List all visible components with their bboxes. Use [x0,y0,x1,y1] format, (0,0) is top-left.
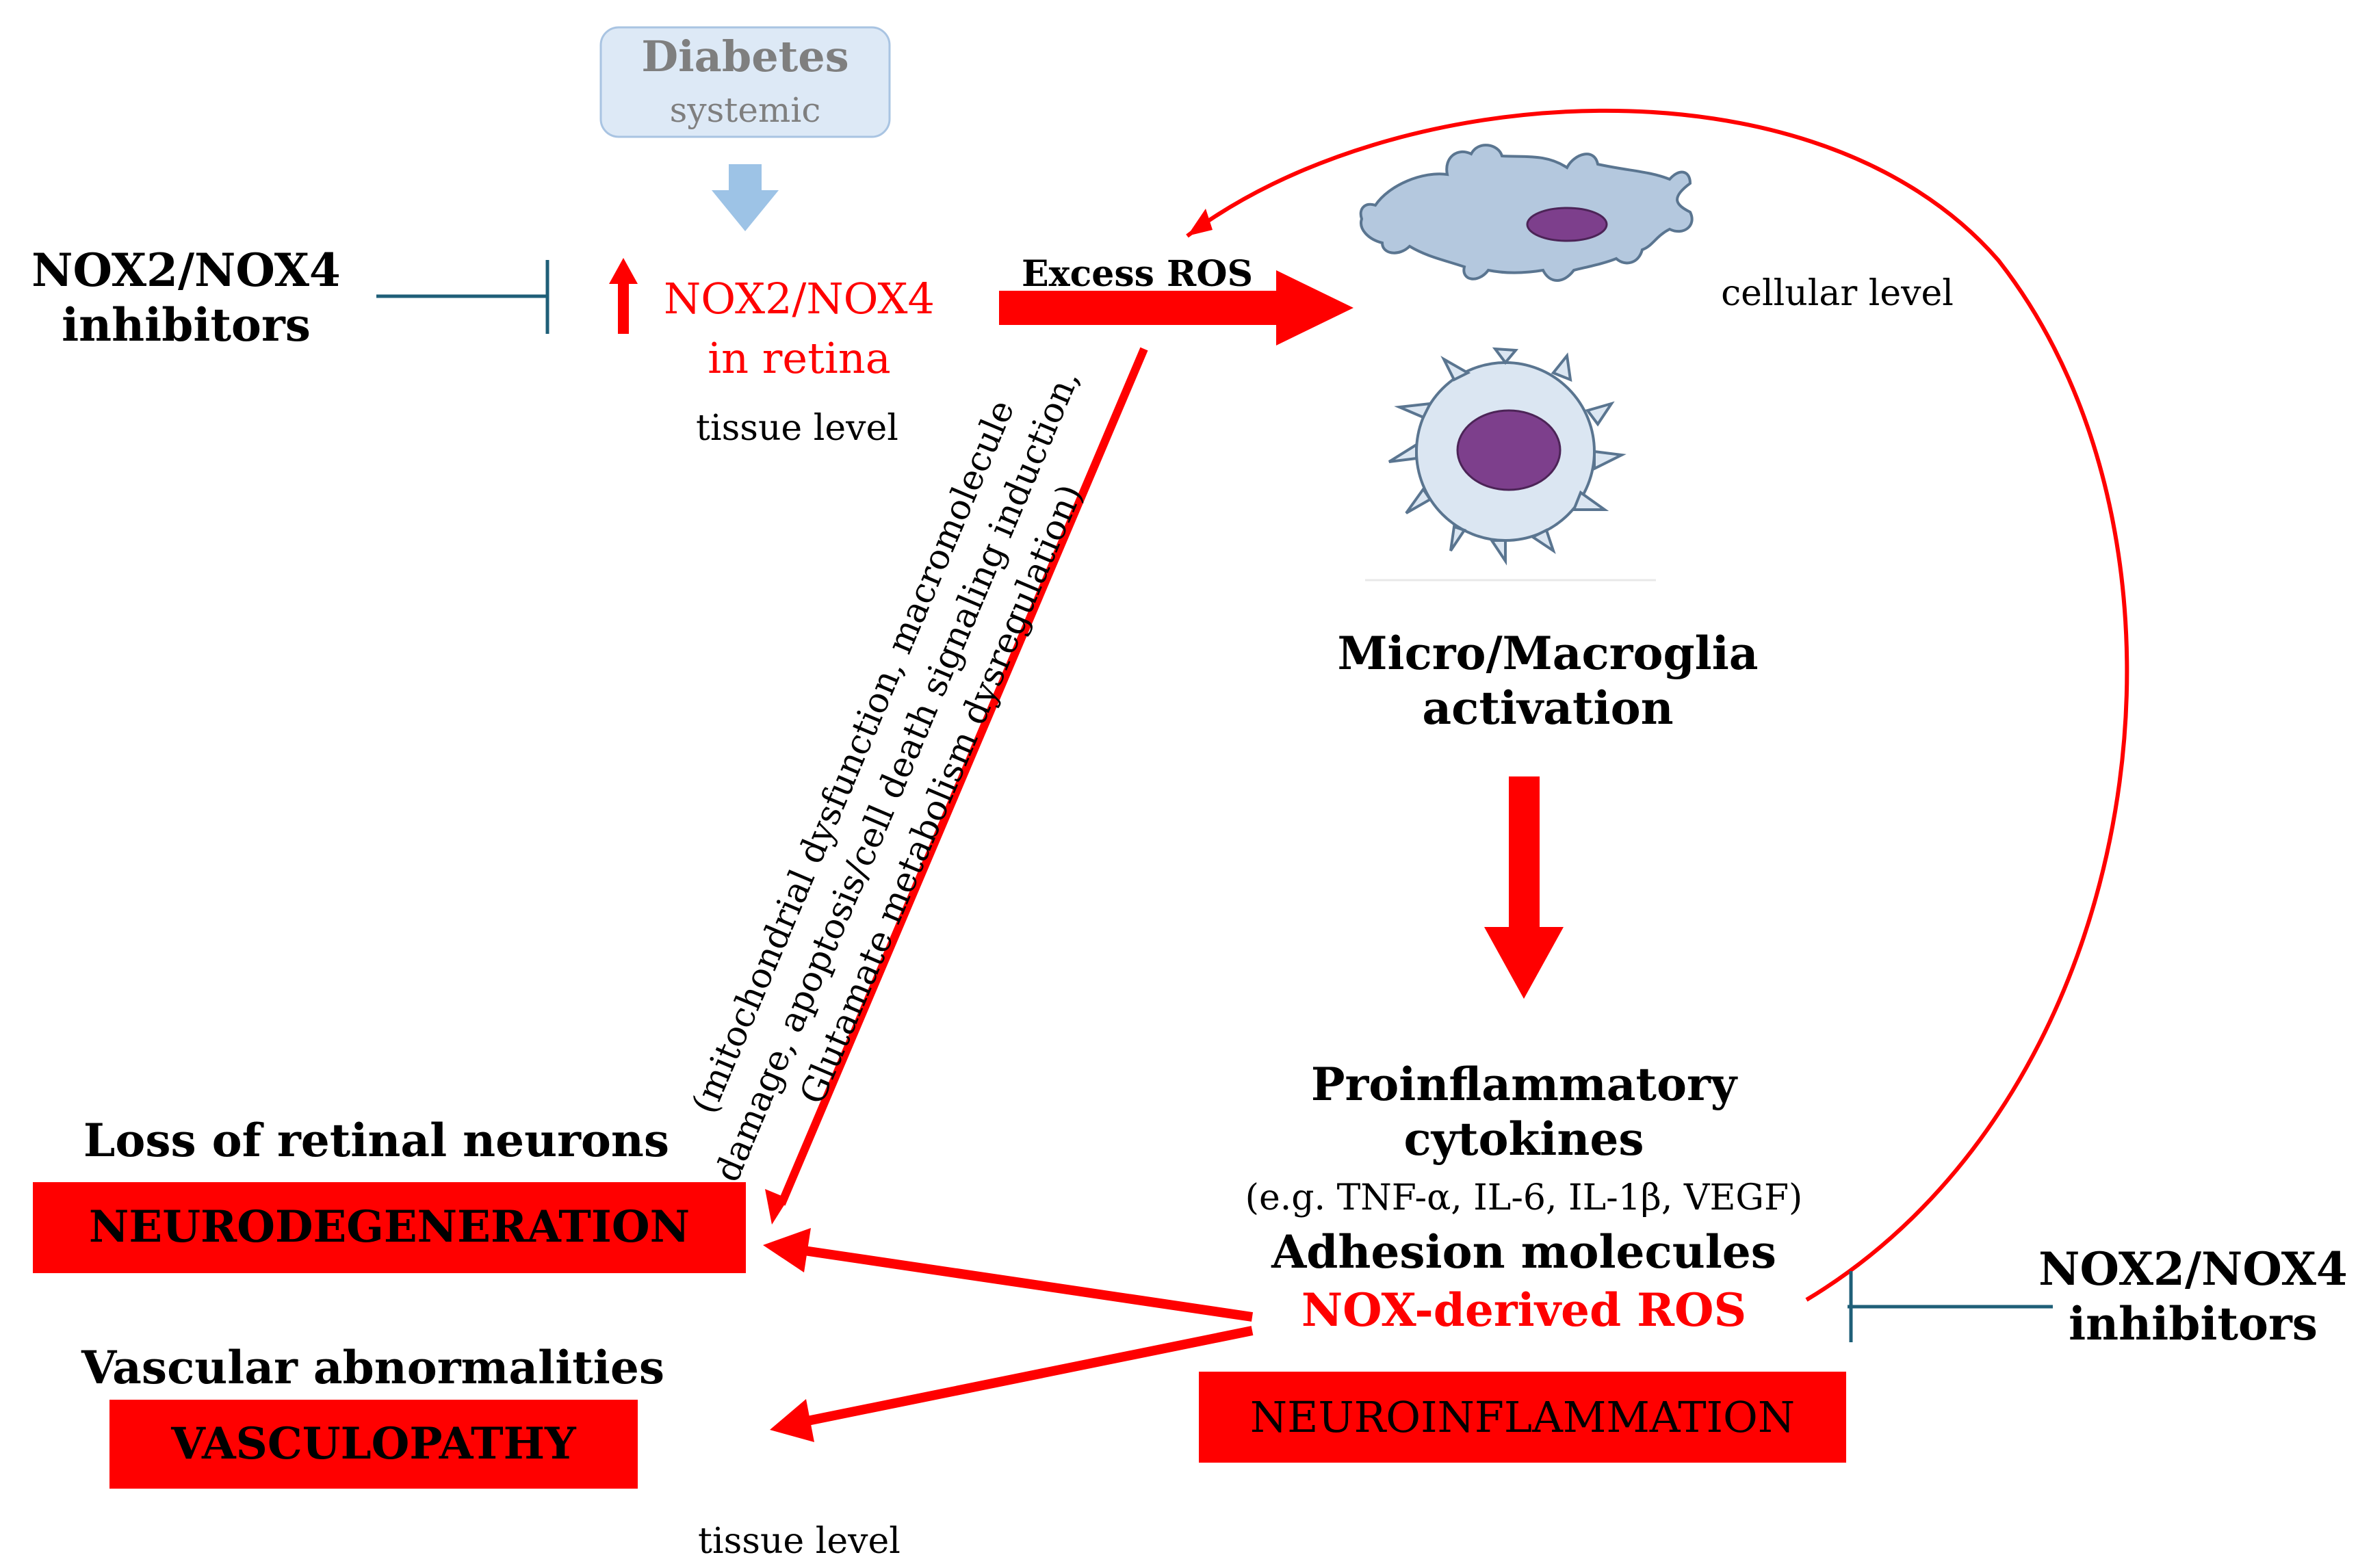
inhibitor-left-line2: inhibitors [62,298,311,352]
nox-derived-ros: NOX-derived ROS [1301,1283,1746,1337]
diabetes-title: Diabetes [641,31,848,81]
inhibitor-right-line2: inhibitors [2069,1297,2318,1350]
arrow-to-neurodegeneration [803,1246,1254,1322]
excess-ros-label: Excess ROS [1022,253,1253,295]
arrow-to-vasculopathy [806,1326,1254,1426]
diabetes-down-arrow [712,164,779,231]
mechanism-text-group: (mitochondrial dysfunction, macromolecul… [684,364,1091,1188]
vasculopathy-label: VASCULOPATHY [170,1418,577,1469]
feedback-loop-arrowhead [1187,209,1213,236]
tissue-level-bottom: tissue level [698,1521,901,1562]
glia-line1: Micro/Macroglia [1337,627,1758,680]
neurodegeneration-label: NEURODEGENERATION [89,1201,690,1253]
cytokines-line2: cytokines [1404,1112,1644,1166]
microglia-cell-icon [1365,347,1656,582]
arrowhead-neurodegeneration [763,1228,811,1272]
arrowhead-vasculopathy [770,1399,814,1442]
astrocyte-nucleus [1526,207,1608,242]
diabetes-box [599,26,891,138]
upregulation-arrow [609,258,638,334]
neuroinflammation-box [1199,1372,1846,1463]
glia-line2: activation [1422,681,1673,735]
mechanism-line2: damage, apoptosis/cell death signaling i… [708,364,1088,1188]
excess-ros-arrow [999,270,1353,345]
cytokines-examples: (e.g. TNF-α, IL-6, IL-1β, VEGF) [1245,1177,1803,1218]
cytokines-line1: Proinflammatory [1311,1058,1738,1111]
activation-down-arrow [1484,776,1564,999]
damage-arrow-line [777,347,1148,1206]
nox-retina-line2: in retina [708,333,890,383]
vasculopathy-box [109,1400,638,1489]
inhibitor-left: NOX2/NOX4 inhibitors [31,244,341,352]
inhibitor-left-line1: NOX2/NOX4 [31,244,341,297]
adhesion-molecules: Adhesion molecules [1271,1225,1776,1279]
damage-arrowhead [765,1189,788,1225]
microglia-nucleus [1456,409,1562,491]
inhibitor-right-line1: NOX2/NOX4 [2038,1242,2348,1296]
cellular-level-label: cellular level [1721,273,1954,314]
vascular-label: Vascular abnormalities [81,1341,664,1394]
diabetes-node: Diabetes systemic [599,26,891,138]
tissue-level-top: tissue level [696,408,898,449]
neurodegeneration-box [33,1182,746,1273]
macroglia-cell-icon [1359,144,1694,282]
inhibitor-right: NOX2/NOX4 inhibitors [2038,1242,2348,1350]
feedback-loop-curve [1186,108,2129,1302]
astrocyte-body [1359,144,1694,282]
microglia-spikes [1388,347,1627,566]
loss-neurons-label: Loss of retinal neurons [83,1114,669,1167]
neuroinflammation-label: NEUROINFLAMMATION [1250,1392,1795,1442]
nox-retina-line1: NOX2/NOX4 [664,274,935,324]
diabetes-subtitle: systemic [670,90,821,130]
